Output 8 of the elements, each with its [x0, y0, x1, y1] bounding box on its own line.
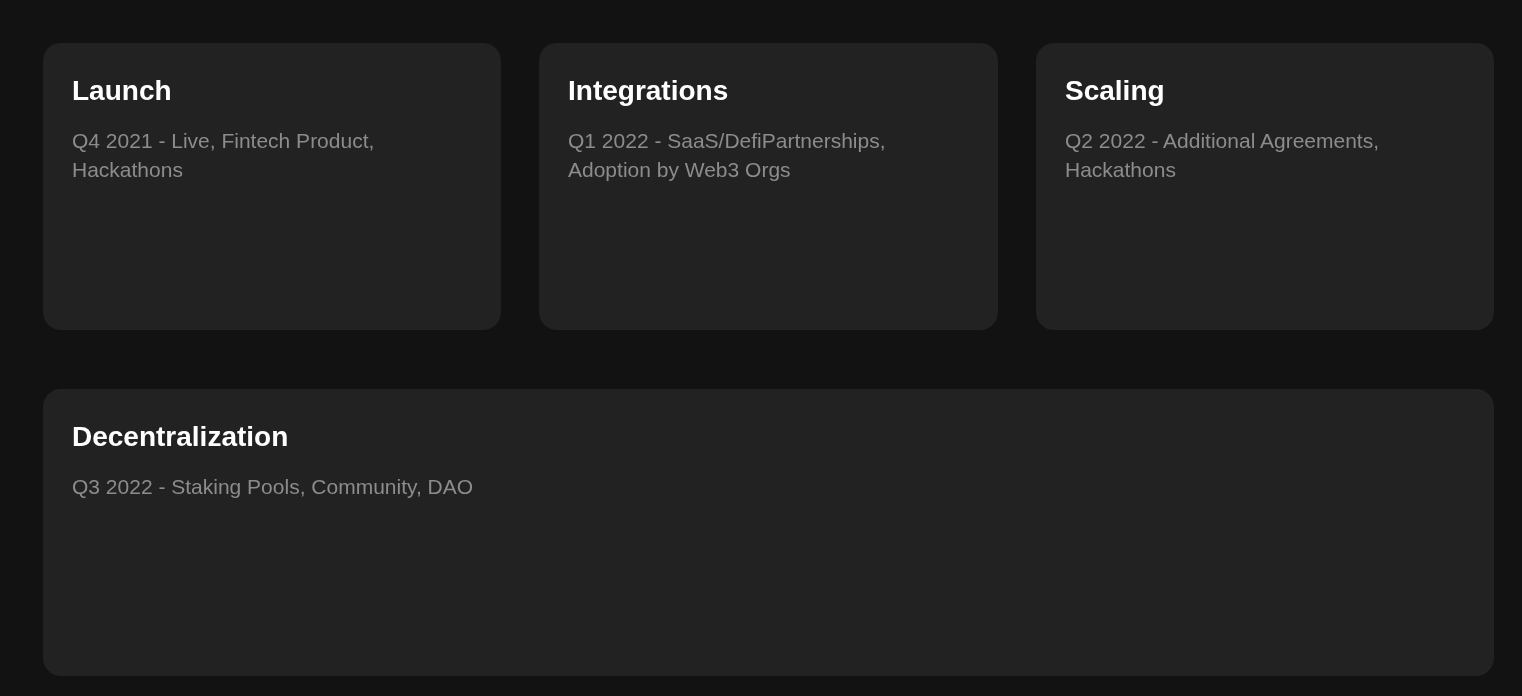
phase-title: Launch: [72, 74, 172, 108]
phase-title: Decentralization: [72, 420, 289, 454]
phase-description: Q2 2022 - Additional Agreements, Hackathons: [1065, 128, 1381, 183]
phase-title: Scaling: [1065, 74, 1165, 108]
phase-description: Q1 2022 - SaaS/DefiPartnerships, Adoption by Web3 Orgs: [568, 128, 887, 183]
phase-description: Q4 2021 - Live, Fintech Product, Hackathons: [72, 128, 376, 183]
phase-title: Integrations: [568, 74, 729, 108]
phase-description: Q3 2022 - Staking Pools, Community, DAO: [72, 474, 475, 500]
